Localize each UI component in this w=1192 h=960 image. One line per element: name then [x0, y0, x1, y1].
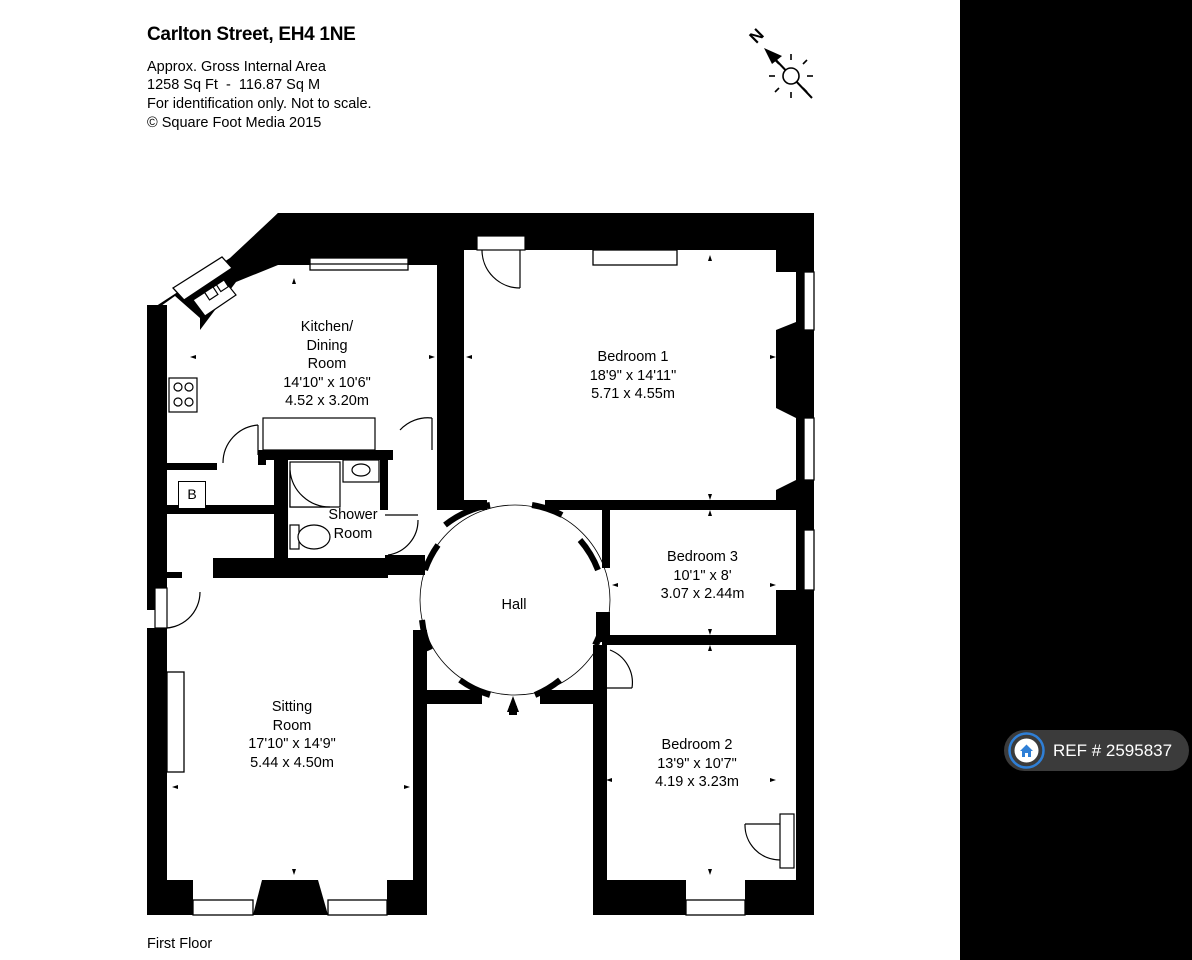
kitchen-counter — [262, 417, 376, 451]
floor-plan: N — [147, 25, 815, 916]
reference-number: REF # 2595837 — [1053, 740, 1173, 760]
basin-icon — [342, 459, 380, 483]
shower-tray-icon — [289, 461, 341, 508]
toilet-icon — [289, 524, 331, 550]
sun-icon — [782, 67, 800, 85]
area-label: Approx. Gross Internal Area — [147, 59, 326, 75]
sink-icon — [192, 279, 237, 317]
hall-octagon — [419, 502, 611, 715]
room-label-kitchen: Kitchen/ Dining Room 14'10" x 10'6" 4.52… — [283, 319, 371, 409]
room-label-hall: Hall — [501, 597, 527, 613]
boiler-cupboard-label: B — [178, 481, 206, 509]
north-arrow-icon: N — [746, 25, 813, 99]
room-label-bedroom-3: Bedroom 3 10'1" x 8' 3.07 x 2.44m — [660, 549, 745, 602]
area-values: 1258 Sq Ft - 116.87 Sq M — [147, 77, 321, 93]
windows — [166, 249, 815, 916]
floor-label: First Floor — [147, 936, 213, 952]
interior-walls — [167, 250, 796, 915]
room-label-bedroom-2: Bedroom 2 13'9" x 10'7" 4.19 x 3.23m — [655, 737, 739, 790]
room-label-shower-room: Shower Room — [328, 507, 378, 542]
room-label-sitting-room: Sitting Room 17'10" x 14'9" 5.44 x 4.50m — [248, 699, 336, 771]
hob-icon — [168, 377, 198, 413]
copyright: © Square Foot Media 2015 — [147, 115, 322, 131]
room-label-bedroom-1: Bedroom 1 18'9" x 14'11" 5.71 x 4.55m — [589, 349, 677, 402]
north-label: N — [746, 25, 768, 47]
home-icon — [1008, 732, 1045, 769]
disclaimer: For identification only. Not to scale. — [147, 96, 372, 112]
property-title: Carlton Street, EH4 1NE — [147, 24, 356, 45]
doors — [154, 235, 795, 869]
dimension-markers — [172, 255, 776, 875]
reference-badge: REF # 2595837 — [1004, 730, 1189, 771]
floorplan-sheet: Carlton Street, EH4 1NE Approx. Gross In… — [0, 0, 960, 960]
